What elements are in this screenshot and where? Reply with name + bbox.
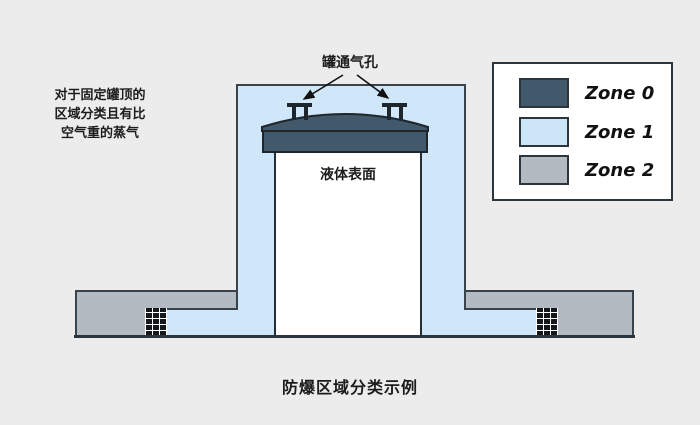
legend-label-zone0: Zone 0	[585, 82, 655, 104]
diagram-caption: 防爆区域分类示例	[281, 378, 418, 397]
tank-vapour-space-zone0	[262, 127, 428, 153]
ground-line	[74, 335, 635, 338]
liquid-surface-label: 液体表面	[320, 167, 376, 183]
legend-swatch-zone0	[519, 78, 569, 108]
bund-wall-right-brick	[536, 308, 558, 337]
legend-row-zone1: Zone 1	[494, 117, 671, 147]
zone1-dike-pocket-left	[167, 308, 238, 337]
legend-label-zone2: Zone 2	[585, 159, 655, 181]
vent-label: 罐通气孔	[322, 55, 378, 71]
legend-swatch-zone1	[519, 117, 569, 147]
left-annotation-line-3: 空气重的蒸气	[60, 126, 139, 141]
legend-swatch-zone2	[519, 155, 569, 185]
left-annotation-line-2: 区域分类且有比	[54, 107, 146, 122]
legend-row-zone2: Zone 2	[494, 155, 671, 185]
legend-row-zone0: Zone 0	[494, 78, 671, 108]
bund-wall-left-brick	[145, 308, 167, 337]
storage-tank-body	[274, 150, 422, 337]
left-annotation: 对于固定罐顶的 区域分类且有比 空气重的蒸气	[30, 86, 170, 143]
legend: Zone 0 Zone 1 Zone 2	[492, 62, 673, 201]
zone1-dike-pocket-right	[464, 308, 536, 337]
legend-label-zone1: Zone 1	[585, 121, 655, 143]
left-annotation-line-1: 对于固定罐顶的	[54, 88, 146, 103]
